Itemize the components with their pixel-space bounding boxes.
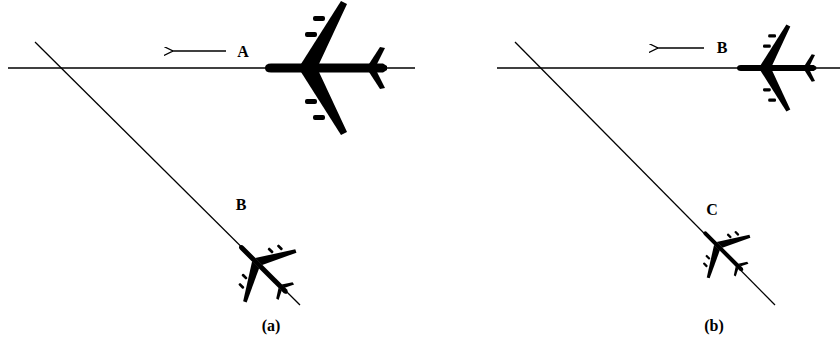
plane-letter: B	[236, 197, 247, 213]
airplane	[265, 1, 387, 135]
direction-arrow	[657, 47, 704, 48]
panel-caption: (a)	[262, 318, 281, 334]
airplane	[683, 211, 764, 292]
plane-letter: C	[706, 202, 718, 218]
plane-letter: A	[237, 44, 249, 60]
airplane	[214, 220, 314, 320]
panel-caption: (b)	[704, 318, 724, 334]
plane-letter: B	[717, 40, 728, 56]
direction-arrow	[172, 50, 226, 51]
airplane	[737, 24, 816, 111]
track-line	[515, 42, 775, 305]
